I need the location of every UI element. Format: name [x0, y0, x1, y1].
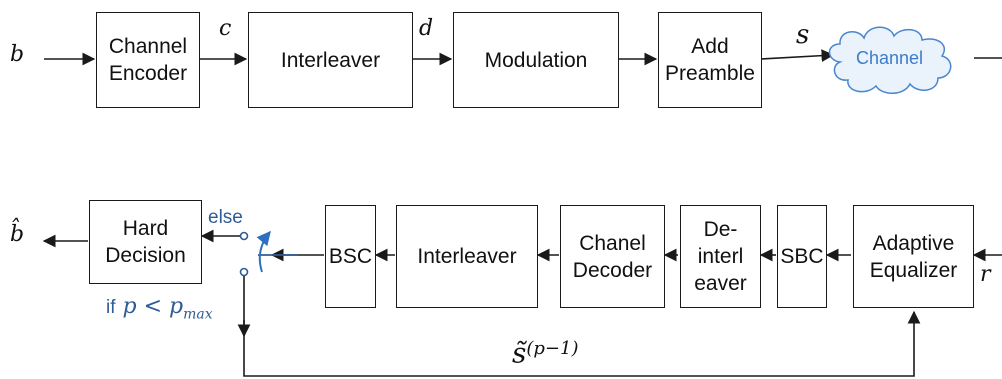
feedback-label: s̃(p−1) [512, 338, 578, 367]
channel-encoder-block: Channel Encoder [96, 12, 200, 108]
switch-if-condition-label: if p < pmax [106, 296, 213, 325]
switch-rotation-arrow [256, 230, 271, 273]
channel-label: Channel [856, 48, 924, 68]
hard-decision-block: Hard Decision [89, 200, 202, 284]
feedback-superscript: (p−1) [526, 338, 579, 359]
input-r-label: r [980, 262, 991, 287]
channel-decoder-block: Chanel Decoder [560, 205, 665, 308]
interleaver-block: Interleaver [248, 12, 413, 108]
adaptive-equalizer-block: Adaptive Equalizer [853, 205, 974, 308]
signal-d-label: d [419, 16, 434, 41]
signal-c-label: c [219, 16, 232, 41]
input-b-label: b [10, 42, 25, 67]
arrow-preamble-to-channel [760, 49, 835, 63]
channel-cloud [828, 26, 952, 94]
deinterleaver-block: De- interl eaver [680, 205, 761, 308]
sbc-block: SBC [777, 205, 827, 308]
bsc-block: BSC [325, 205, 376, 308]
switch-if-word: if [106, 297, 116, 318]
feedback-symbol: s̃ [512, 336, 527, 370]
switch-if-condition: p < p [122, 294, 184, 319]
output-b-hat-label: b̂ [10, 222, 25, 247]
switch-else-label: else [208, 207, 243, 228]
signal-s-label: s [796, 20, 810, 50]
add-preamble-block: Add Preamble [658, 12, 762, 108]
switch-terminal-else [239, 231, 249, 241]
switch-terminal-if [239, 267, 249, 277]
rx-interleaver-block: Interleaver [396, 205, 538, 308]
switch-if-subscript: max [183, 306, 213, 323]
modulation-block: Modulation [453, 12, 619, 108]
